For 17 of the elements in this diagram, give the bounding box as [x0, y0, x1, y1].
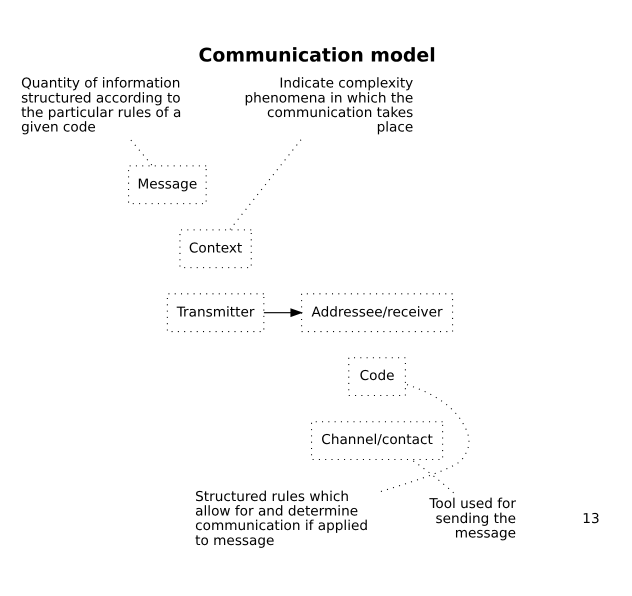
node-box: Message — [128, 165, 207, 204]
node-box: Context — [179, 229, 252, 268]
node-text: Structured rules which allow for and determine communication if applied to message — [195, 488, 368, 549]
diagram-title: Communication model — [198, 44, 436, 66]
connector — [229, 139, 302, 230]
connector — [380, 384, 470, 492]
connector — [130, 140, 153, 166]
connector — [411, 459, 454, 494]
node-box: Transmitter — [166, 293, 264, 332]
node-box: Code — [348, 357, 406, 396]
node-text: Quantity of information structured according to the particular rules of a given code — [21, 76, 182, 136]
node-text: Indicate complexity phenomena in which the communication takes place — [244, 76, 414, 136]
arrow — [264, 308, 304, 318]
label: 13 — [582, 510, 600, 527]
node-box: Addressee/receiver — [301, 293, 454, 332]
node-text: Tool used for sending the message — [429, 496, 516, 542]
node-box: Channel/contact — [311, 421, 444, 460]
